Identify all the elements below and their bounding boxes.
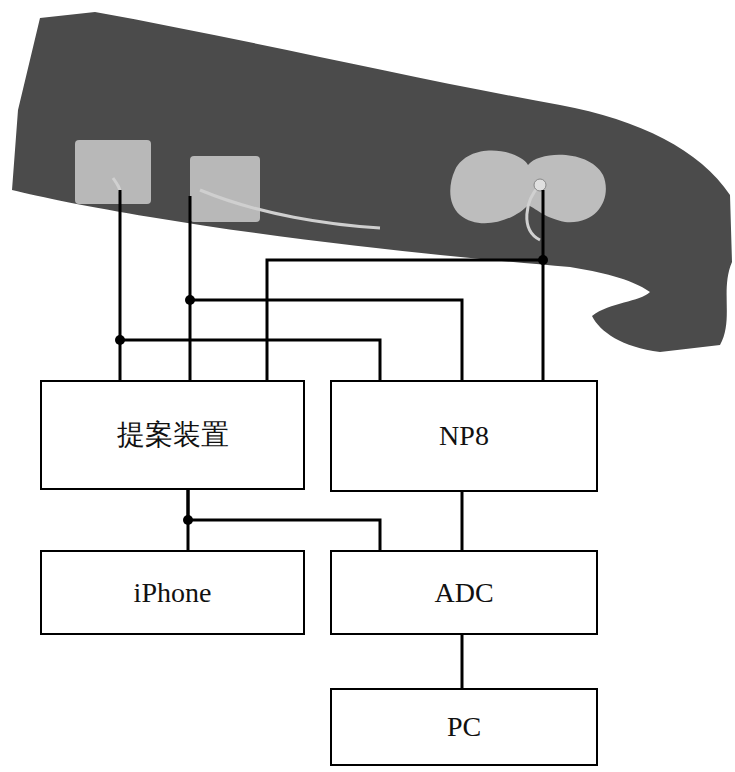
electrode-snap <box>534 179 546 191</box>
process-box: NP8 <box>330 380 598 492</box>
junction-dot <box>538 255 548 265</box>
electrode-cable <box>200 190 380 228</box>
process-box: iPhone <box>40 550 305 635</box>
junction-dot <box>185 295 195 305</box>
wire <box>190 196 462 380</box>
box-label: iPhone <box>126 576 220 610</box>
wire-connector <box>188 490 380 550</box>
process-box: PC <box>330 688 598 766</box>
square-electrode <box>75 140 151 204</box>
wire-connector <box>461 492 464 550</box>
box-label: NP8 <box>431 419 497 453</box>
junction-dot <box>115 335 125 345</box>
wire <box>267 190 543 380</box>
electrode-wires <box>120 190 543 380</box>
box-label: 提案装置 <box>109 418 237 452</box>
wire <box>120 190 380 380</box>
electrode-cable <box>113 178 120 192</box>
electrode-cable <box>527 185 540 240</box>
process-box: 提案装置 <box>40 380 305 490</box>
box-label: ADC <box>426 576 501 610</box>
box-label: PC <box>439 710 489 744</box>
process-box: ADC <box>330 550 598 635</box>
wire-connector <box>461 635 464 688</box>
